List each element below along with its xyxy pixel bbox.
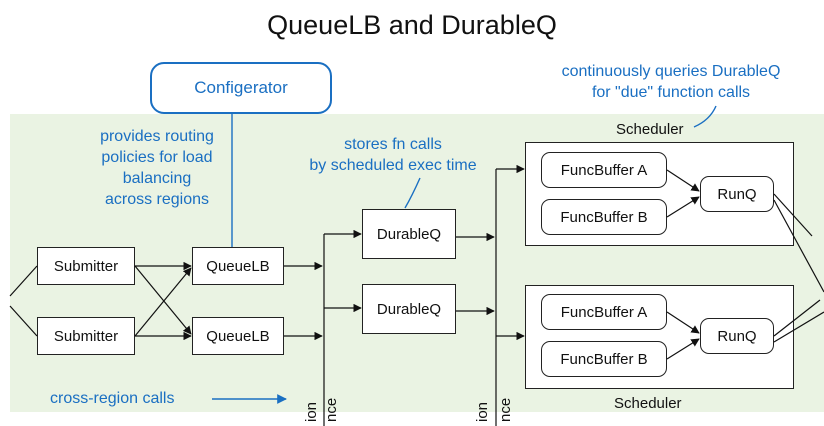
funcbuffer-to-runq-arrow [666, 169, 700, 192]
durableq-box: DurableQ [362, 284, 456, 334]
submitter-box: Submitter [37, 247, 135, 285]
funcbuffer-box: FuncBuffer A [541, 294, 667, 330]
funcbuffer-to-runq-arrow [666, 311, 700, 334]
durableq-note-pointer [404, 177, 421, 209]
funcbuffer-to-runq-arrow [666, 338, 700, 360]
funcbuffer-to-runq-arrow [666, 196, 700, 218]
runq-out-line [773, 299, 821, 337]
durableq-box: DurableQ [362, 209, 456, 259]
runq-out-line [773, 311, 824, 343]
routing-policy-note: provides routing policies for load balan… [100, 128, 214, 208]
runq-out-line [773, 199, 824, 293]
incoming-line [9, 305, 38, 337]
submitter-to-queuelb-arrow [134, 265, 192, 335]
runq-box: RunQ [700, 318, 774, 354]
queries-note: continuously queries DurableQ for "due" … [561, 63, 781, 101]
runq-box: RunQ [700, 176, 774, 212]
diagram-title: QueueLB and DurableQ [267, 10, 557, 40]
incoming-line [9, 265, 38, 297]
configerator-box: Configerator [150, 62, 332, 114]
queuelb-box: QueueLB [192, 247, 284, 285]
funcbuffer-box: FuncBuffer A [541, 152, 667, 188]
funcbuffer-box: FuncBuffer B [541, 199, 667, 235]
submitter-to-queuelb-arrow [134, 267, 192, 337]
submitter-box: Submitter [37, 317, 135, 355]
queries-note-pointer [693, 105, 717, 128]
runq-out-line [773, 193, 813, 237]
funcbuffer-box: FuncBuffer B [541, 341, 667, 377]
queuelb-box: QueueLB [192, 317, 284, 355]
scheduler-label: Scheduler [614, 395, 682, 412]
scheduler-label: Scheduler [616, 121, 684, 138]
durableq-note: stores fn calls by scheduled exec time [309, 136, 477, 174]
cross-region-note: cross-region calls [50, 390, 175, 407]
